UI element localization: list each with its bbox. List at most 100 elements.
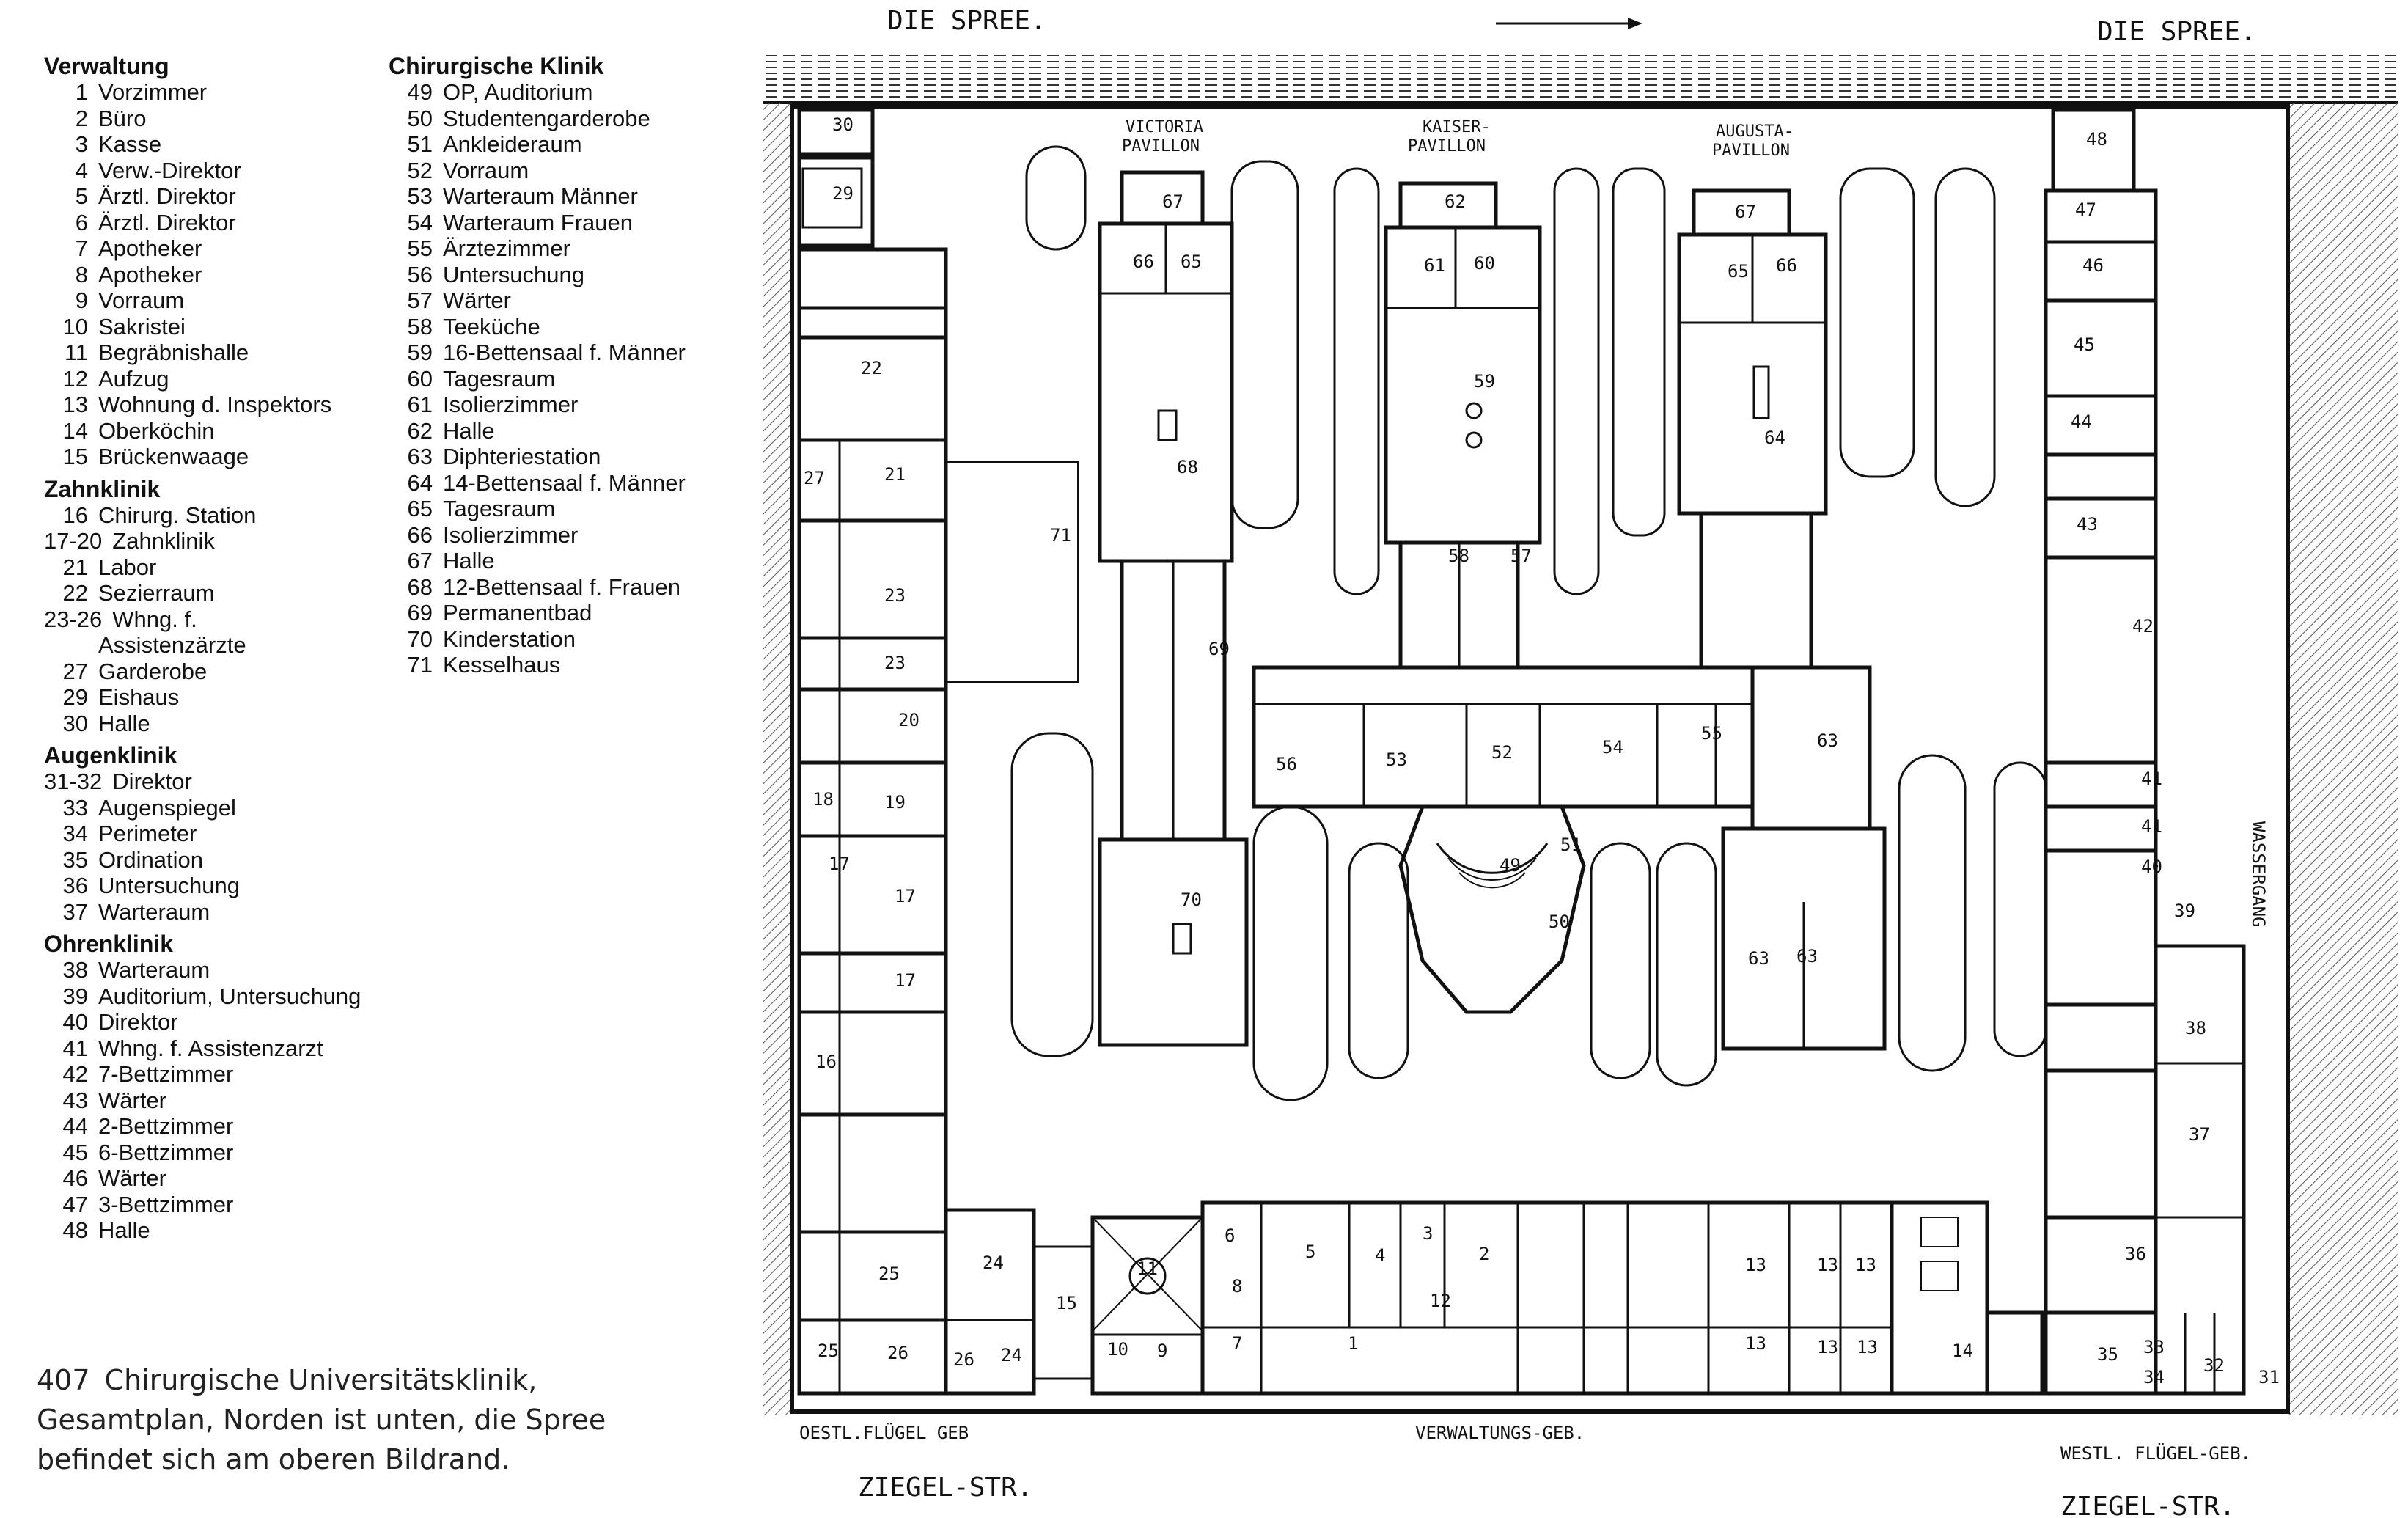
room-number: 17: [895, 886, 916, 906]
legend-item-label: Sakristei: [98, 313, 186, 340]
legend-item-number: 69: [407, 600, 433, 626]
room-number: 24: [1001, 1345, 1022, 1365]
legend-item-number: 63: [407, 444, 433, 469]
legend-item-number: 33: [62, 794, 88, 821]
legend-item-label: 12-Bettensaal f. Frauen: [443, 573, 680, 600]
legend-item-label: Ordination: [98, 846, 204, 873]
room-number: 34: [2143, 1367, 2165, 1387]
room-number: 40: [2141, 857, 2162, 877]
legend-item-number: 17-20: [44, 528, 103, 554]
victoria-label-2: PAVILLON: [1122, 137, 1200, 155]
room-number: 42: [2132, 616, 2154, 637]
legend-item-number: 16: [62, 502, 88, 528]
room-number: 31: [2258, 1367, 2280, 1387]
legend-item-label: Vorraum: [98, 287, 185, 313]
legend-item-number: 39: [62, 983, 88, 1009]
legend-item-label: Halle: [98, 710, 150, 736]
room-number: 6: [1225, 1225, 1235, 1246]
room-number: 14: [1952, 1341, 1973, 1361]
legend-item: 68 12-Bettensaal f. Frauen: [389, 574, 770, 601]
legend-section-title: Chirurgische Klinik: [389, 53, 604, 79]
room-number: 23: [884, 585, 906, 606]
legend-item-number: 68: [407, 573, 433, 600]
legend-section-title: Ohrenklinik: [44, 931, 174, 957]
legend-item-label: Isolierzimmer: [443, 521, 579, 548]
legend-item-number: 9: [75, 287, 88, 313]
room-number: 57: [1510, 546, 1532, 566]
legend-item-label: 3-Bettzimmer: [98, 1191, 234, 1217]
legend-item-label: Apotheker: [98, 235, 202, 261]
legend-item-label: Warteraum Frauen: [443, 209, 633, 235]
legend-item-number: 52: [407, 157, 433, 183]
legend-item-number: 31-32: [44, 769, 103, 794]
kaiser-label-1: KAISER-: [1423, 118, 1491, 136]
legend-item: 2 Büro: [44, 106, 389, 132]
legend-item-label: Büro: [98, 105, 147, 131]
room-number: 63: [1796, 946, 1818, 967]
legend-item-label: Ärztezimmer: [443, 235, 570, 261]
street-label-left: ZIEGEL-STR.: [858, 1473, 1032, 1503]
legend-item-number: 64: [407, 469, 433, 496]
augusta-label-1: AUGUSTA-: [1716, 122, 1794, 141]
legend-item-number: 2: [75, 105, 88, 131]
room-number: 38: [2185, 1018, 2206, 1038]
victoria-label-1: VICTORIA: [1126, 118, 1203, 136]
room-number: 71: [1050, 525, 1071, 546]
legend-item-number: 62: [407, 417, 433, 444]
room-number: 3: [1423, 1223, 1433, 1244]
room-number: 39: [2174, 901, 2195, 921]
room-number: 43: [2077, 514, 2098, 535]
legend-item-number: 50: [407, 105, 433, 131]
legend-item-number: 10: [62, 313, 88, 340]
legend-item-number: 35: [62, 846, 88, 873]
legend-item-label: Tagesraum: [443, 365, 556, 392]
legend-item-label: Verw.-Direktor: [98, 157, 241, 183]
street-label-right: ZIEGEL-STR.: [2060, 1492, 2235, 1518]
east-wing-label: OESTL.FLÜGEL GEB: [799, 1422, 969, 1443]
legend-item-label: Untersuchung: [98, 873, 241, 898]
kaiser-pavilion: [1384, 181, 1542, 670]
room-number: 48: [2086, 129, 2107, 150]
legend-item-label: 16-Bettensaal f. Männer: [443, 340, 686, 365]
room-number: 24: [983, 1253, 1004, 1273]
legend-item-number: 4: [75, 157, 88, 183]
kaiser-label-2: PAVILLON: [1408, 137, 1486, 155]
room-number: 64: [1764, 428, 1785, 448]
legend-item-label: Direktor: [98, 1009, 178, 1035]
legend-item-label: Teeküche: [443, 313, 540, 340]
legend-item-number: 65: [407, 496, 433, 521]
room-number: 63: [1817, 730, 1838, 751]
river-band: [763, 51, 2398, 103]
legend-item-number: 57: [407, 287, 433, 313]
legend-item-number: 13: [62, 392, 88, 417]
river-label-right: DIE SPREE.: [2097, 17, 2256, 47]
room-number: 25: [878, 1264, 900, 1284]
legend-item-label: Untersuchung: [443, 261, 585, 287]
legend-item-label: Halle: [443, 548, 495, 573]
operating-auditorium: [1398, 804, 1586, 1014]
legend-item-number: 22: [62, 580, 88, 606]
legend-item-label: Garderobe: [98, 658, 208, 684]
legend-item-label: Ankleideraum: [443, 131, 582, 157]
legend-item-number: 30: [62, 710, 88, 736]
wassergang-label: WASSERGANG: [2248, 821, 2269, 928]
legend-item-label: Warteraum Männer: [443, 183, 638, 209]
